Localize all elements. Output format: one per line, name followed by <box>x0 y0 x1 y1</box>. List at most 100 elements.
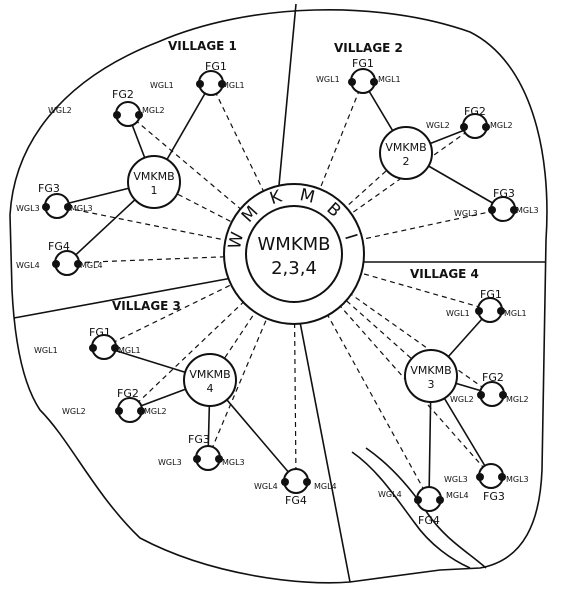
mgl-label: MGL3 <box>506 475 529 484</box>
women-leader-dot <box>475 307 483 315</box>
wgl-label: WGL1 <box>316 75 340 84</box>
dashed-link <box>56 205 226 241</box>
village-4-label: VILLAGE 4 <box>410 267 479 281</box>
mgl-label: MGL4 <box>446 491 469 500</box>
fg-label: FG1 <box>480 288 502 301</box>
wgl-label: WGL2 <box>62 407 86 416</box>
wgl-label: WGL4 <box>254 482 278 491</box>
wgl-label: WGL1 <box>150 81 174 90</box>
vmkmb-title: VMKMB <box>189 368 230 381</box>
vmkmb-title: VMKMB <box>133 170 174 183</box>
dashed-link <box>103 284 232 348</box>
mgl-label: MGL3 <box>222 458 245 467</box>
vmkmb-number: 1 <box>151 184 158 197</box>
dashed-link <box>153 181 232 223</box>
ring-letter: I <box>340 231 361 242</box>
ring-letter: W <box>225 230 248 251</box>
fg-label: FG2 <box>464 105 486 118</box>
wgl-label: WGL2 <box>426 121 450 130</box>
women-leader-dot <box>113 111 121 119</box>
wgl-label: WGL3 <box>16 204 40 213</box>
wgl-label: WGL4 <box>16 261 40 270</box>
dashed-link <box>207 318 268 459</box>
wgl-label: WGL4 <box>378 490 402 499</box>
men-leader-dot <box>497 307 505 315</box>
mgl-label: MGL2 <box>142 106 165 115</box>
men-leader-dot <box>436 496 444 504</box>
men-leader-dot <box>215 455 223 463</box>
wgl-label: WGL3 <box>158 458 182 467</box>
fg-label: FG3 <box>38 182 60 195</box>
mgl-label: MGL2 <box>490 121 513 130</box>
men-leader-dot <box>218 80 226 88</box>
women-leader-dot <box>115 407 123 415</box>
mgl-label: MGL1 <box>378 75 401 84</box>
fg-label: FG4 <box>418 514 440 527</box>
river-bank-left <box>351 451 471 569</box>
mgl-label: MGL3 <box>70 204 93 213</box>
fg-label: FG2 <box>112 88 134 101</box>
mgl-label: MGL1 <box>222 81 245 90</box>
men-leader-dot <box>510 206 518 214</box>
women-leader-dot <box>348 78 356 86</box>
mgl-label: MGL2 <box>506 395 529 404</box>
women-leader-dot <box>460 123 468 131</box>
vmkmb-number: 3 <box>428 378 435 391</box>
men-leader-dot <box>499 391 507 399</box>
fg-label: FG1 <box>205 60 227 73</box>
wgl-label: WGL3 <box>454 209 478 218</box>
dashed-link <box>127 113 241 210</box>
women-leader-dot <box>414 496 422 504</box>
men-leader-dot <box>111 344 119 352</box>
fg-label: FG3 <box>188 433 210 446</box>
divider-village-1-3 <box>13 277 233 319</box>
wgl-label: WGL1 <box>446 309 470 318</box>
wgl-label: WGL2 <box>450 395 474 404</box>
women-leader-dot <box>488 206 496 214</box>
mgl-label: MGL4 <box>314 482 337 491</box>
men-leader-dot <box>303 478 311 486</box>
village-2-label: VILLAGE 2 <box>334 41 403 55</box>
dashed-link <box>129 301 244 411</box>
wgl-label: WGL1 <box>34 346 58 355</box>
vmkmb-circle <box>379 126 433 180</box>
dashed-links-layer <box>56 80 504 500</box>
men-leader-dot <box>498 473 506 481</box>
river-bank-right <box>365 447 487 569</box>
fg-label: FG2 <box>482 371 504 384</box>
divider-village-1-2 <box>277 3 297 197</box>
dashed-link <box>340 306 492 477</box>
fg-label: FG1 <box>352 57 374 70</box>
wgl-label: WGL2 <box>48 106 72 115</box>
women-leader-dot <box>193 455 201 463</box>
vmkmb-title: VMKMB <box>385 141 426 154</box>
men-leader-dot <box>370 78 378 86</box>
women-leader-dot <box>52 260 60 268</box>
village-1-label: VILLAGE 1 <box>168 39 237 53</box>
mgl-label: MGL1 <box>504 309 527 318</box>
vmkmb-title: VMKMB <box>410 364 451 377</box>
fg-label: FG4 <box>48 240 70 253</box>
fg-label: FG2 <box>117 387 139 400</box>
women-leader-dot <box>89 344 97 352</box>
village-3-label: VILLAGE 3 <box>112 299 181 313</box>
men-leader-dot <box>137 407 145 415</box>
inner-circle <box>245 205 343 303</box>
women-leader-dot <box>477 391 485 399</box>
